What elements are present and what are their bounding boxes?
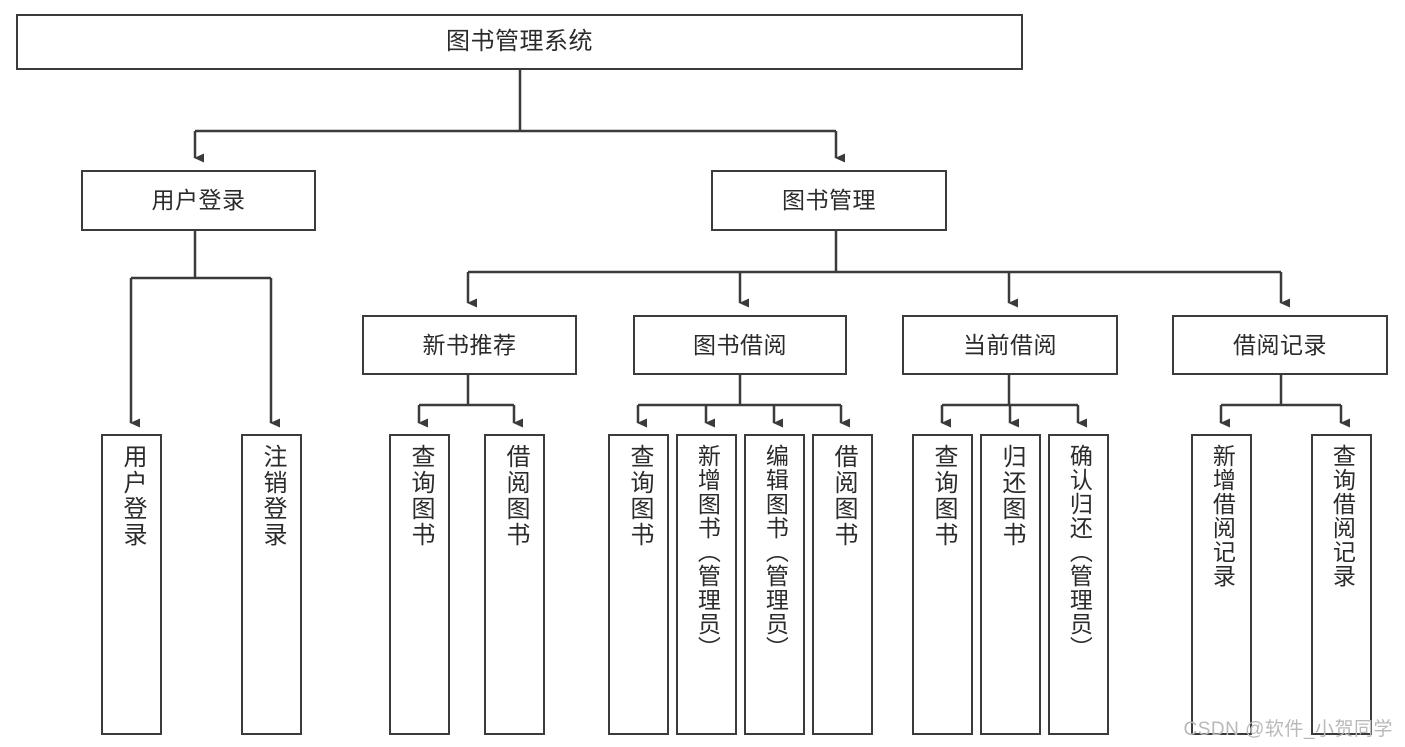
node-label: 确认归还（管理员） [1066,444,1093,660]
node-user-login[interactable]: 用户登录 [81,170,316,231]
node-leaf-return-book[interactable]: 归还图书 [980,434,1041,735]
node-book-management[interactable]: 图书管理 [711,170,947,231]
node-label: 查询借阅记录 [1329,444,1356,588]
node-label: 新增借阅记录 [1209,444,1236,588]
node-label: 图书借阅 [693,331,787,358]
node-root-book-management-system[interactable]: 图书管理系统 [16,14,1023,70]
csdn-watermark: CSDN @软件_小贺同学 [1183,719,1393,740]
node-leaf-borrow-book-2[interactable]: 借阅图书 [812,434,873,735]
node-label: 查询图书 [406,444,434,548]
node-leaf-query-book-3[interactable]: 查询图书 [912,434,973,735]
node-book-borrow[interactable]: 图书借阅 [633,315,847,375]
node-label: 借阅图书 [501,444,529,548]
node-leaf-edit-book-admin[interactable]: 编辑图书（管理员） [744,434,805,735]
node-label: 注销登录 [258,444,286,548]
node-leaf-logout-login[interactable]: 注销登录 [241,434,302,735]
node-label: 用户登录 [151,187,246,214]
node-label: 当前借阅 [963,331,1057,358]
node-label: 图书管理 [782,187,876,214]
node-leaf-query-book-2[interactable]: 查询图书 [608,434,669,735]
node-label: 借阅记录 [1233,331,1327,358]
node-leaf-user-login[interactable]: 用户登录 [101,434,162,735]
node-borrow-record[interactable]: 借阅记录 [1172,315,1388,375]
node-leaf-add-book-admin[interactable]: 新增图书（管理员） [676,434,737,735]
node-leaf-add-borrow-record[interactable]: 新增借阅记录 [1191,434,1252,735]
node-label: 图书管理系统 [446,28,593,56]
node-leaf-query-borrow-record[interactable]: 查询借阅记录 [1311,434,1372,735]
node-label: 新增图书（管理员） [694,444,721,660]
node-current-borrow[interactable]: 当前借阅 [902,315,1118,375]
node-label: 编辑图书（管理员） [762,444,789,660]
node-label: 归还图书 [997,444,1025,548]
node-new-book-recommend[interactable]: 新书推荐 [362,315,577,375]
node-leaf-borrow-book-1[interactable]: 借阅图书 [484,434,545,735]
node-label: 查询图书 [625,444,653,548]
node-label: 查询图书 [929,444,957,548]
node-leaf-query-book-1[interactable]: 查询图书 [389,434,450,735]
node-label: 用户登录 [118,444,146,548]
node-leaf-confirm-return-admin[interactable]: 确认归还（管理员） [1048,434,1109,735]
node-label: 新书推荐 [422,331,517,358]
node-label: 借阅图书 [829,444,857,548]
